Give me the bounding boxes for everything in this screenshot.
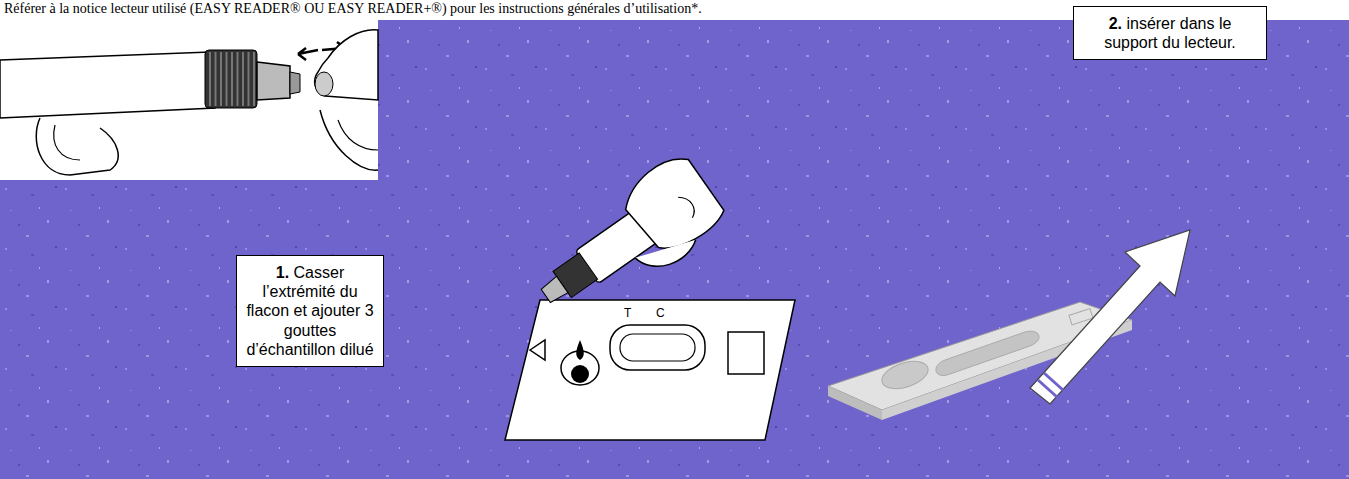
step-box: 2. insérer dans le support du lecteur. (1073, 6, 1267, 60)
instruction-note: Référer à la notice lecteur utilisé (EAS… (4, 1, 702, 18)
hand-with-vial (521, 149, 732, 334)
step-text: insérer dans le support du lecteur. (1104, 15, 1236, 51)
cassette-to-reader (828, 230, 1190, 420)
test-line-mark: T (624, 306, 631, 320)
step-number: 1. (276, 264, 289, 281)
step-text: Casser l’extrémité du flacon et ajouter … (246, 264, 373, 358)
step-number: 2. (1109, 15, 1122, 32)
control-line-mark: C (656, 306, 665, 320)
step-box: 1. Casser l’extrémité du flacon et ajout… (236, 255, 384, 367)
test-cassette (505, 300, 795, 440)
vial-break-panel (0, 20, 378, 180)
